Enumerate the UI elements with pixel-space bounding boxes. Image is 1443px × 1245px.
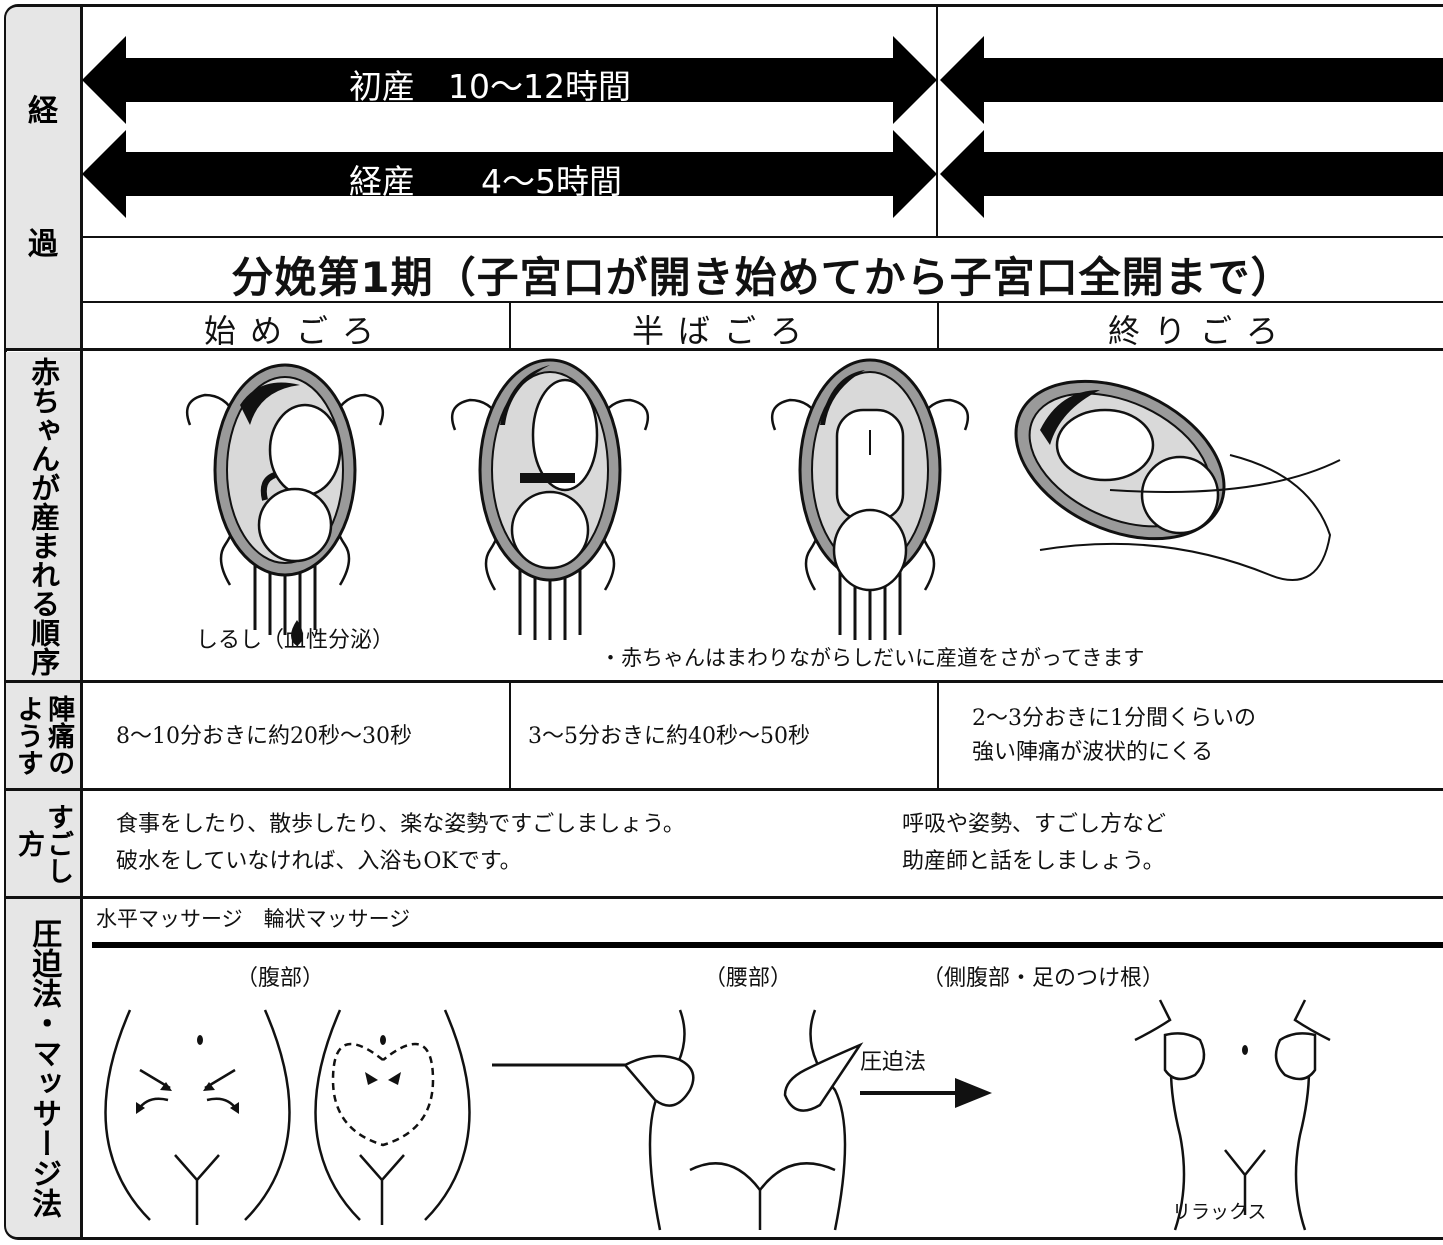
torso-horizontal-massage bbox=[104, 1009, 291, 1225]
row-divider-4 bbox=[4, 896, 1443, 899]
stage-middle: 半ばごろ bbox=[631, 312, 816, 350]
chart-frame bbox=[4, 4, 1443, 1240]
torso-relax bbox=[1134, 999, 1331, 1231]
side-label-massage: 圧迫法・マッサージ法 bbox=[6, 898, 80, 1237]
stage-divider-1 bbox=[509, 302, 511, 349]
row-divider-3 bbox=[4, 788, 1443, 791]
pain-middle: 3〜5分おきに約40秒〜50秒 bbox=[528, 724, 810, 749]
massage-bar bbox=[92, 942, 1443, 948]
row-divider-2 bbox=[4, 680, 1443, 683]
massage-abdomen: （腹部） bbox=[236, 966, 325, 991]
sugoshikata-right-line1: 呼吸や姿勢、すごし方など bbox=[902, 812, 1167, 837]
sugoshikata-right-line2: 助産師と話をしましょう。 bbox=[902, 849, 1165, 874]
uterus-figure-late-1 bbox=[770, 358, 970, 642]
massage-relax: リラックス bbox=[1172, 1201, 1267, 1223]
arrow-primipara bbox=[82, 36, 1443, 124]
arrow-multipara bbox=[82, 130, 1443, 218]
pain-divider-2 bbox=[937, 682, 939, 789]
arrow-divider bbox=[936, 4, 938, 237]
massage-illustrations bbox=[104, 999, 1331, 1231]
torso-waist-hands bbox=[623, 1009, 864, 1231]
sugoshikata-left-line1: 食事をしたり、散歩したり、楽な姿勢ですごしましょう。 bbox=[116, 812, 685, 837]
side-label-baby-order: 赤ちゃんが産まれる順序 bbox=[6, 352, 80, 680]
pressure-arrow bbox=[860, 1078, 992, 1108]
side-label-pain-2: ようす bbox=[12, 694, 43, 776]
caption-descent: ・赤ちゃんはまわりながらしだいに産道をさがってきます bbox=[600, 646, 1145, 670]
phase-title: 分娩第1期（子宮口が開き始めてから子宮口全開まで） bbox=[231, 253, 1294, 302]
multipara-duration: 経産 4〜5時間 bbox=[349, 162, 622, 201]
uterus-figure-early bbox=[185, 363, 385, 646]
massage-waist: （腰部） bbox=[704, 966, 793, 991]
torso-circular-massage bbox=[314, 1009, 471, 1225]
massage-flank: （側腹部・足のつけ根） bbox=[922, 966, 1165, 991]
side-label-sugoshikata: すごし方 bbox=[6, 790, 80, 896]
uterus-figure-middle bbox=[450, 358, 650, 642]
side-label-massage-text: 圧迫法・マッサージ法 bbox=[26, 917, 62, 1218]
side-label-sugoshikata-text: すごし方 bbox=[13, 802, 74, 884]
caption-show: しるし（血性分泌） bbox=[196, 628, 395, 653]
pain-late-line1: 2〜3分おきに1分間くらいの bbox=[972, 706, 1256, 731]
stage-early: 始めごろ bbox=[203, 312, 388, 350]
sugoshikata-left-line2: 破水をしていなければ、入浴もOKです。 bbox=[116, 849, 522, 874]
uterus-figure-late-2 bbox=[1014, 379, 1341, 581]
massage-pressure: 圧迫法 bbox=[860, 1050, 927, 1075]
side-label-pain: 陣痛の ようす bbox=[6, 682, 80, 788]
birth-illustrations bbox=[185, 358, 1341, 646]
side-label-keika-2: 過 bbox=[28, 226, 58, 262]
side-label-keika-1: 経 bbox=[28, 94, 58, 130]
side-column-border bbox=[80, 4, 83, 1240]
pain-late-line2: 強い陣痛が波状的にくる bbox=[972, 740, 1214, 765]
pain-early: 8〜10分おきに約20秒〜30秒 bbox=[116, 724, 412, 749]
arrow-row-divider bbox=[82, 236, 1443, 238]
side-label-pain-1: 陣痛の bbox=[43, 694, 75, 776]
duration-arrows bbox=[82, 36, 1443, 218]
phase-title-divider bbox=[82, 301, 1443, 303]
stage-divider-2 bbox=[937, 302, 939, 349]
primipara-duration: 初産 10〜12時間 bbox=[349, 67, 631, 106]
row-divider-1 bbox=[4, 348, 1443, 351]
pain-divider-1 bbox=[509, 682, 511, 789]
stage-late: 終りごろ bbox=[1107, 312, 1292, 350]
side-label-baby-order-text: 赤ちゃんが産まれる順序 bbox=[26, 356, 61, 676]
massage-header: 水平マッサージ 輪状マッサージ bbox=[96, 907, 411, 931]
side-label-keika: 経 過 bbox=[6, 7, 80, 350]
